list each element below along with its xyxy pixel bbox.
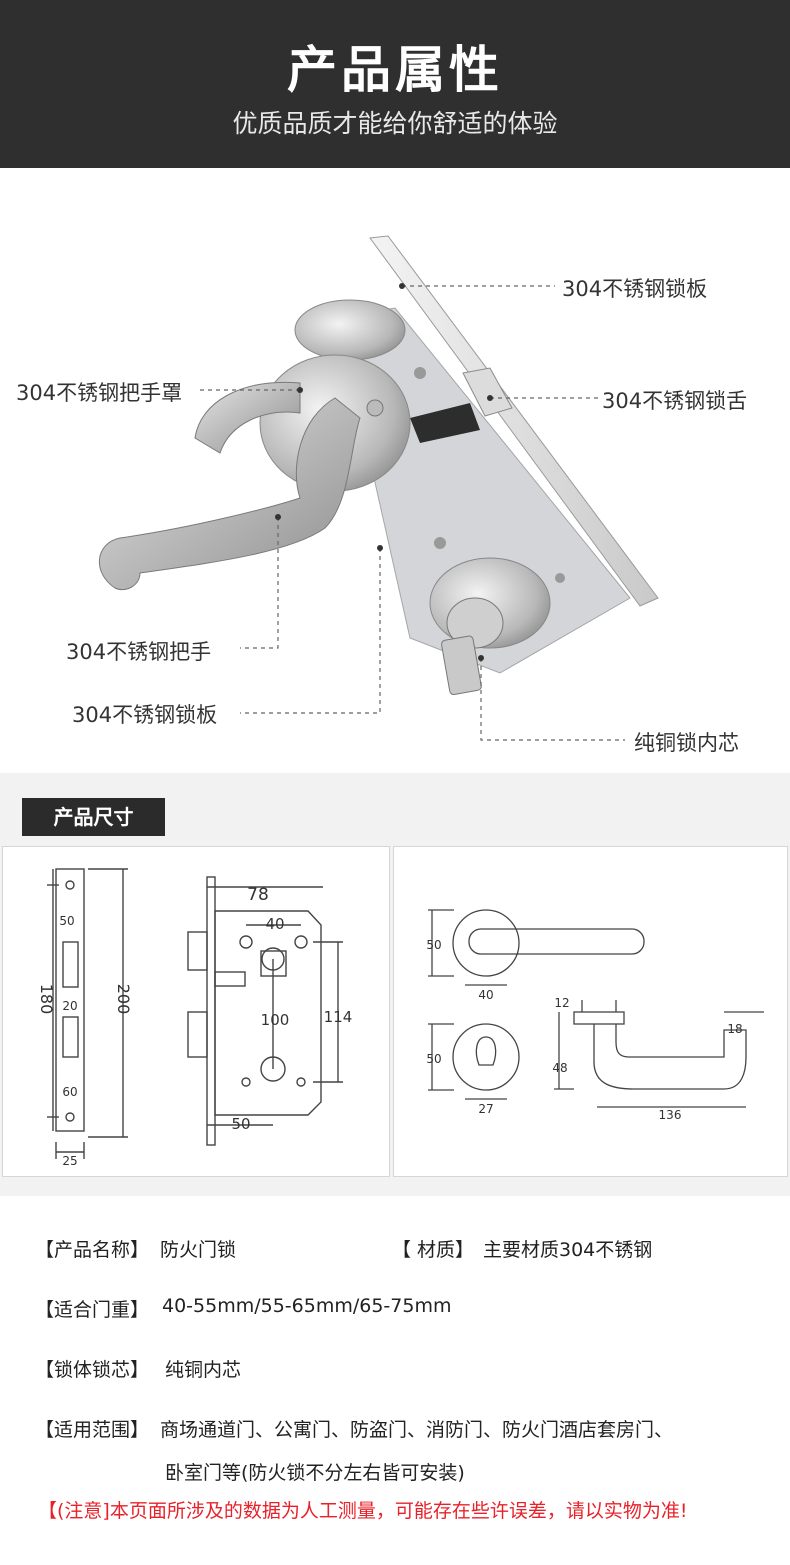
spec-scope-line1: 商场通道门、公寓门、防盗门、消防门、防火门酒店套房门、 — [160, 1419, 674, 1441]
measurement-notice: 【(注意]本页面所涉及的数据为人工测量，可能存在些许误差，请以实物为准! — [38, 1500, 688, 1522]
callout-handle: 304不锈钢把手 — [66, 640, 212, 664]
dim-handle-48: 48 — [552, 1061, 567, 1075]
dim-rose-27: 27 — [478, 1102, 493, 1116]
dim-rose-40: 40 — [478, 988, 493, 1002]
dim-rose-50a: 50 — [426, 938, 441, 952]
dim-body-50: 50 — [231, 1115, 250, 1133]
handle-dimension-panel: 50 40 50 27 12 48 18 136 — [393, 846, 788, 1177]
leader-lines — [200, 285, 625, 741]
lock-dimension-drawing: 50 20 60 180 200 25 78 40 100 114 50 — [37, 868, 353, 1168]
page-title: 产品属性 — [287, 41, 503, 99]
dim-fp-60: 60 — [62, 1085, 77, 1099]
lever-handle — [99, 381, 361, 591]
latch — [462, 367, 513, 417]
dim-rose-50b: 50 — [426, 1052, 441, 1066]
spec-core-label: 【锁体锁芯】 — [35, 1359, 150, 1381]
dim-fp-25: 25 — [62, 1154, 77, 1168]
dim-body-114: 114 — [324, 1008, 353, 1026]
dim-handle-12: 12 — [554, 996, 569, 1010]
lock-dimension-panel: 50 20 60 180 200 25 78 40 100 114 50 — [2, 846, 390, 1177]
dim-handle-18: 18 — [727, 1022, 742, 1036]
spec-name-label: 【产品名称】 — [35, 1239, 150, 1261]
callout-plate-bottom: 304不锈钢锁板 — [72, 703, 218, 727]
page-subtitle: 优质品质才能给你舒适的体验 — [232, 109, 558, 138]
spec-scope-label: 【适用范围】 — [35, 1419, 150, 1441]
dimension-section: 产品尺寸 — [0, 773, 790, 1196]
callout-core: 纯铜锁内芯 — [634, 731, 739, 755]
spec-material-value: 主要材质304不锈钢 — [483, 1239, 653, 1261]
dim-fp-200: 200 — [114, 984, 133, 1015]
lock-body — [337, 307, 631, 674]
callout-cover: 304不锈钢把手罩 — [16, 381, 183, 405]
page-header: 产品属性 优质品质才能给你舒适的体验 — [0, 0, 790, 168]
product-hero: 304不锈钢锁板 304不锈钢把手罩 304不锈钢锁舌 304不锈钢把手 304… — [0, 168, 790, 773]
cylinder-rose — [429, 557, 551, 696]
callout-latch: 304不锈钢锁舌 — [602, 389, 748, 413]
spec-door-value: 40-55mm/55-65mm/65-75mm — [162, 1295, 452, 1317]
dim-fp-20: 20 — [62, 999, 77, 1013]
spec-material-label: 【 材质】 — [392, 1239, 475, 1261]
spec-scope-line2: 卧室门等(防火锁不分左右皆可安装) — [165, 1462, 465, 1484]
dim-body-100: 100 — [261, 1011, 290, 1029]
dim-body-78: 78 — [247, 885, 269, 905]
spec-door-label: 【适合门重】 — [35, 1299, 150, 1321]
dim-fp-50: 50 — [59, 914, 74, 928]
size-tag: 产品尺寸 — [22, 798, 165, 836]
handle-dimension-drawing: 50 40 50 27 12 48 18 136 — [426, 909, 764, 1122]
lock-illustration — [99, 235, 659, 741]
spec-core-value: 纯铜内芯 — [165, 1359, 242, 1381]
faceplate — [369, 235, 659, 607]
dim-body-40: 40 — [265, 915, 284, 933]
spec-name-value: 防火门锁 — [160, 1239, 237, 1261]
dim-handle-136: 136 — [659, 1108, 682, 1122]
dim-fp-180: 180 — [37, 984, 56, 1015]
callout-plate-top: 304不锈钢锁板 — [562, 277, 708, 301]
